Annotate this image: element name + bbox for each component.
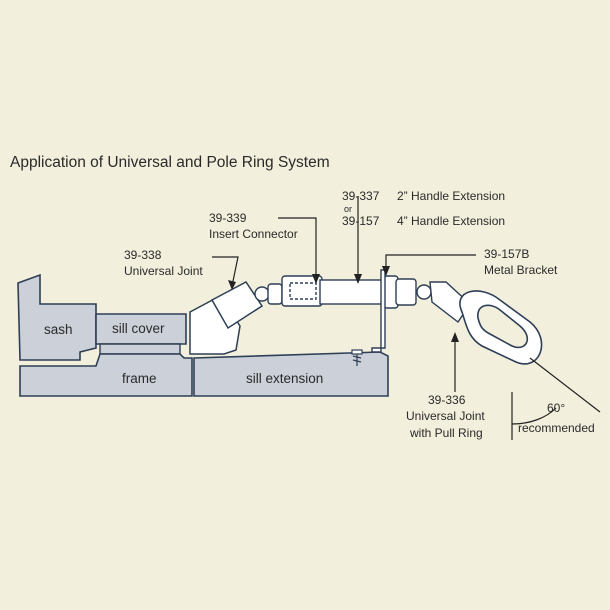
pull-ring-icon — [459, 290, 543, 365]
callout-39-336-line2: Universal Joint — [406, 409, 485, 423]
second-connector — [395, 278, 417, 306]
universal-joint-body — [210, 281, 264, 330]
callout-39-157-number: 39-157 — [342, 214, 380, 228]
handle-extension-tube — [319, 279, 389, 305]
angle-arc — [511, 407, 557, 425]
sill-extension-shape — [193, 351, 389, 397]
callout-39-338-name: Universal Joint — [124, 264, 203, 278]
callout-39-339-number: 39-339 — [209, 211, 247, 225]
sill-cover-label: sill cover — [112, 321, 165, 336]
callout-39-336-line3: with Pull Ring — [409, 426, 483, 440]
diagram-title: Application of Universal and Pole Ring S… — [10, 154, 330, 171]
callout-39-157b-name: Metal Bracket — [484, 263, 558, 277]
frame-shape — [19, 353, 193, 397]
sill-cover-lip — [99, 343, 181, 355]
frame-label: frame — [122, 371, 157, 386]
callout-39-157-name: 4” Handle Extension — [397, 214, 505, 228]
sill-extension-label: sill extension — [246, 371, 323, 386]
leader-arrowheads — [228, 266, 459, 342]
callout-39-338-number: 39-338 — [124, 248, 162, 262]
universal-joint-knuckle — [254, 283, 283, 305]
callout-39-157b-number: 39-157B — [484, 247, 529, 261]
screw-icon — [351, 349, 363, 366]
sill-cover-shape — [95, 313, 187, 345]
callout-39-337-number: 39-337 — [342, 189, 380, 203]
sash-shape — [17, 273, 97, 361]
sash-label: sash — [44, 322, 73, 337]
callout-39-336-number: 39-336 — [428, 393, 466, 407]
angle-note: recommended — [518, 421, 595, 435]
callout-or: or — [344, 204, 352, 214]
angle-value: 60° — [547, 401, 565, 415]
callout-39-339-name: Insert Connector — [209, 227, 298, 241]
callout-39-337-name: 2” Handle Extension — [397, 189, 505, 203]
